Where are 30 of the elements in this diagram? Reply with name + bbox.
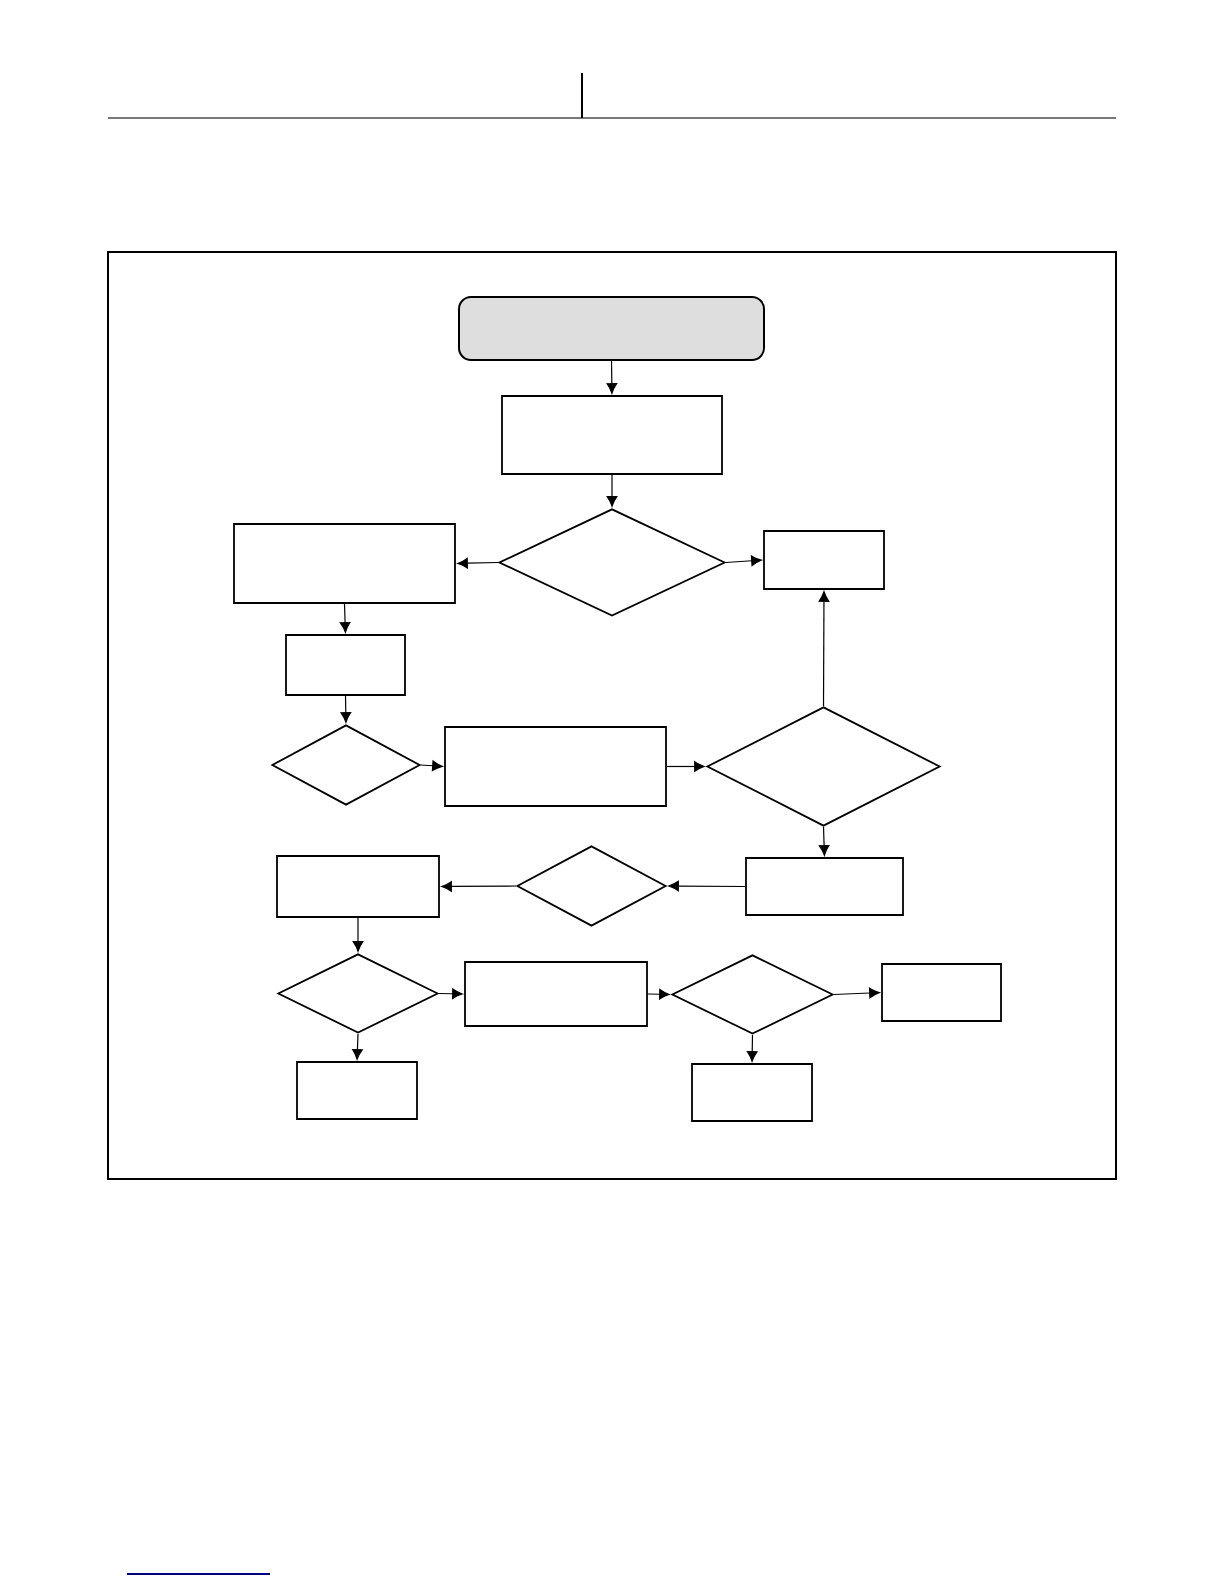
arrow xyxy=(441,881,517,892)
arrow xyxy=(818,591,830,707)
arrow xyxy=(606,360,618,394)
arrow xyxy=(647,988,670,1000)
arrow xyxy=(420,760,443,772)
process-box xyxy=(233,523,456,604)
arrow xyxy=(352,1033,363,1060)
process-box xyxy=(276,855,440,918)
arrow xyxy=(725,555,762,567)
arrow xyxy=(746,1034,758,1062)
arrow xyxy=(818,826,830,856)
arrow xyxy=(666,761,705,772)
process-box xyxy=(285,634,406,696)
arrow xyxy=(352,917,364,952)
arrow xyxy=(606,474,618,507)
arrow xyxy=(668,880,746,892)
process-box xyxy=(763,530,885,590)
arrow xyxy=(339,603,351,633)
process-box xyxy=(691,1063,813,1122)
arrow xyxy=(833,987,880,999)
terminal-box xyxy=(458,296,765,361)
arrow xyxy=(438,988,463,1000)
process-box xyxy=(745,857,904,916)
process-box xyxy=(501,395,723,475)
arrow xyxy=(457,557,499,569)
process-box xyxy=(296,1061,418,1120)
arrow xyxy=(340,695,352,723)
process-box xyxy=(464,961,648,1027)
process-box xyxy=(881,963,1002,1022)
process-box xyxy=(444,726,667,807)
